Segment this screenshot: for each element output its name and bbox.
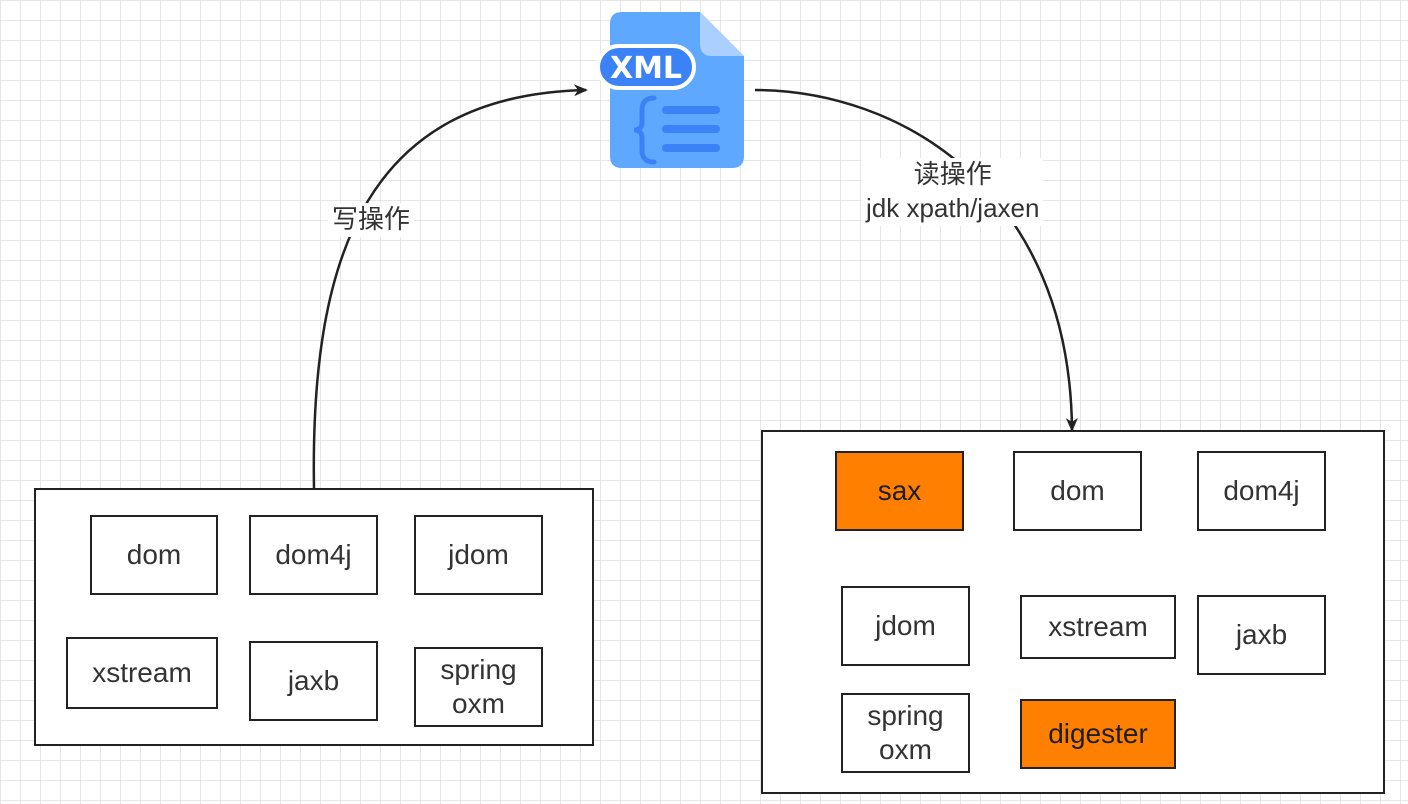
read-node-spring-oxm: spring oxm bbox=[841, 693, 970, 773]
write-arrow bbox=[312, 84, 588, 489]
write-edge-label: 写操作 bbox=[328, 203, 415, 237]
write-node-xstream: xstream bbox=[66, 637, 218, 709]
read-edge-label-line1: 读操作 bbox=[913, 159, 992, 189]
read-node-dom4j: dom4j bbox=[1197, 451, 1326, 531]
write-node-dom4j: dom4j bbox=[249, 515, 378, 595]
read-node-sax: sax bbox=[835, 451, 964, 531]
brace-icon bbox=[633, 95, 657, 165]
read-edge-label-line2: jdk xpath/jaxen bbox=[866, 192, 1040, 223]
read-arrow bbox=[754, 88, 1078, 432]
read-node-jaxb: jaxb bbox=[1197, 595, 1326, 675]
read-node-jdom: jdom bbox=[841, 586, 970, 666]
xml-badge bbox=[596, 44, 696, 90]
write-node-spring-oxm: spring oxm bbox=[414, 647, 543, 727]
file-fold bbox=[700, 12, 744, 56]
write-node-jaxb: jaxb bbox=[249, 641, 378, 721]
read-node-xstream: xstream bbox=[1020, 595, 1176, 659]
read-node-digester: digester bbox=[1020, 699, 1176, 769]
read-node-dom: dom bbox=[1013, 451, 1142, 531]
write-node-dom: dom bbox=[90, 515, 218, 595]
xml-badge-text: XML bbox=[610, 51, 682, 86]
write-node-jdom: jdom bbox=[414, 515, 543, 595]
read-edge-label: 读操作 jdk xpath/jaxen bbox=[862, 158, 1044, 226]
xml-file-icon: XML bbox=[596, 12, 744, 168]
